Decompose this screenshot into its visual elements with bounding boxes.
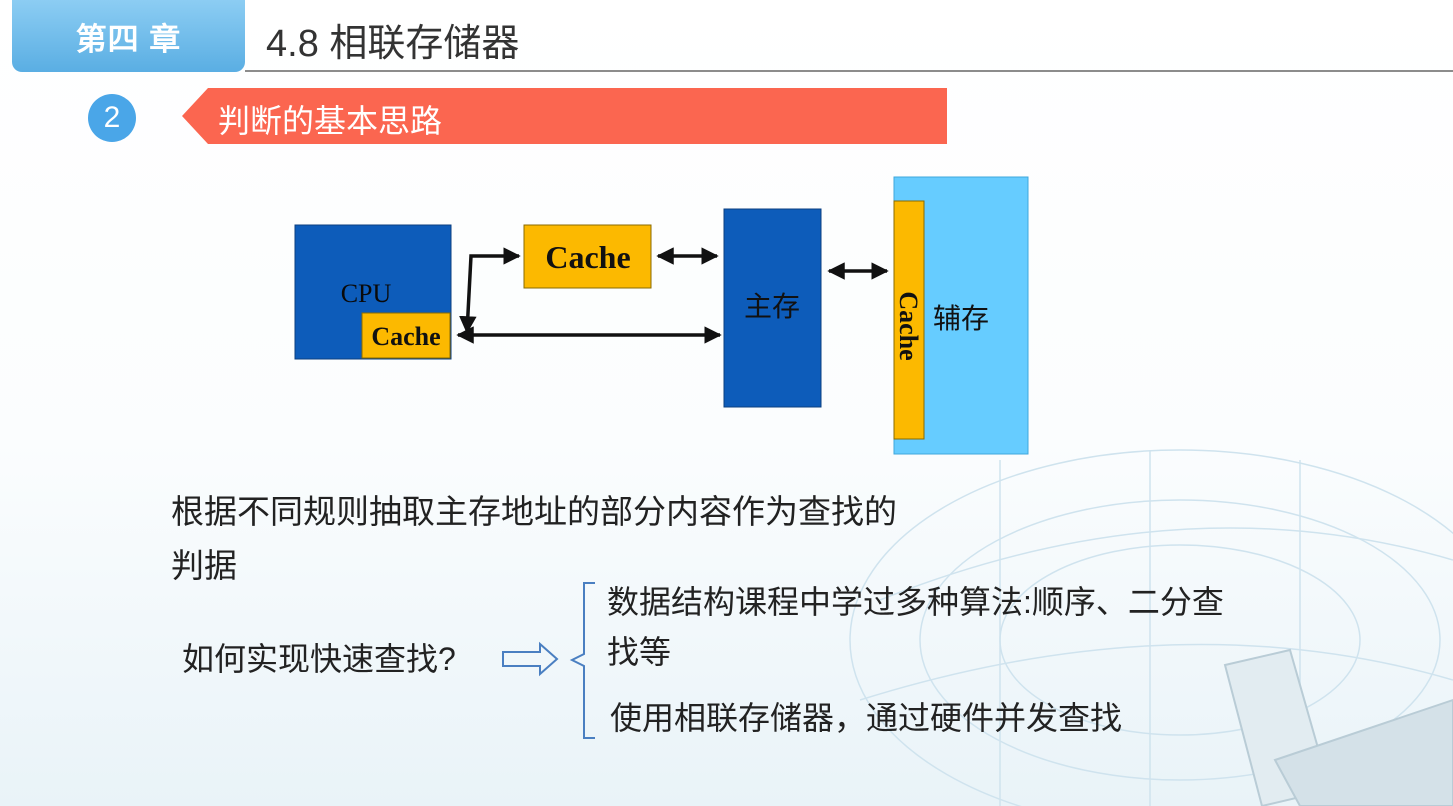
main-memory-box	[723, 208, 822, 408]
aux-memory-label: 辅存	[933, 303, 989, 335]
laptop-icon	[1223, 648, 1453, 806]
cpu-to-cache-arrow	[459, 247, 521, 334]
aux-cache-box	[893, 200, 925, 440]
aux-cache-label: Cache	[894, 291, 923, 360]
option-sequential-search-line-1: 数据结构课程中学过多种算法:顺序、二分查	[607, 584, 1224, 620]
main-memory-label: 主存	[744, 291, 800, 323]
cache-label: Cache	[545, 239, 630, 275]
explanation-line-1: 根据不同规则抽取主存地址的部分内容作为查找的	[171, 493, 897, 530]
chapter-tab: 第四 章	[12, 0, 245, 72]
section-banner	[182, 88, 947, 144]
chapter-label: 第四 章	[75, 21, 182, 57]
title-divider	[245, 70, 1453, 72]
cpu-cache-box	[361, 312, 451, 359]
cpu-cache-label: Cache	[371, 322, 440, 351]
explanation-line-2: 判据	[171, 547, 237, 584]
bracket	[569, 582, 595, 739]
cache-box	[523, 224, 652, 289]
slide-title: 4.8 相联存储器	[266, 23, 520, 65]
option-sequential-search-line-2: 找等	[607, 634, 672, 670]
question-text: 如何实现快速查找?	[182, 641, 456, 677]
hollow-arrow-icon	[502, 641, 559, 677]
section-number-badge: 2	[88, 94, 136, 142]
section-heading: 判断的基本思路	[218, 103, 443, 139]
cpu-label: CPU	[341, 279, 392, 308]
option-associative-memory: 使用相联存储器，通过硬件并发查找	[610, 700, 1123, 736]
